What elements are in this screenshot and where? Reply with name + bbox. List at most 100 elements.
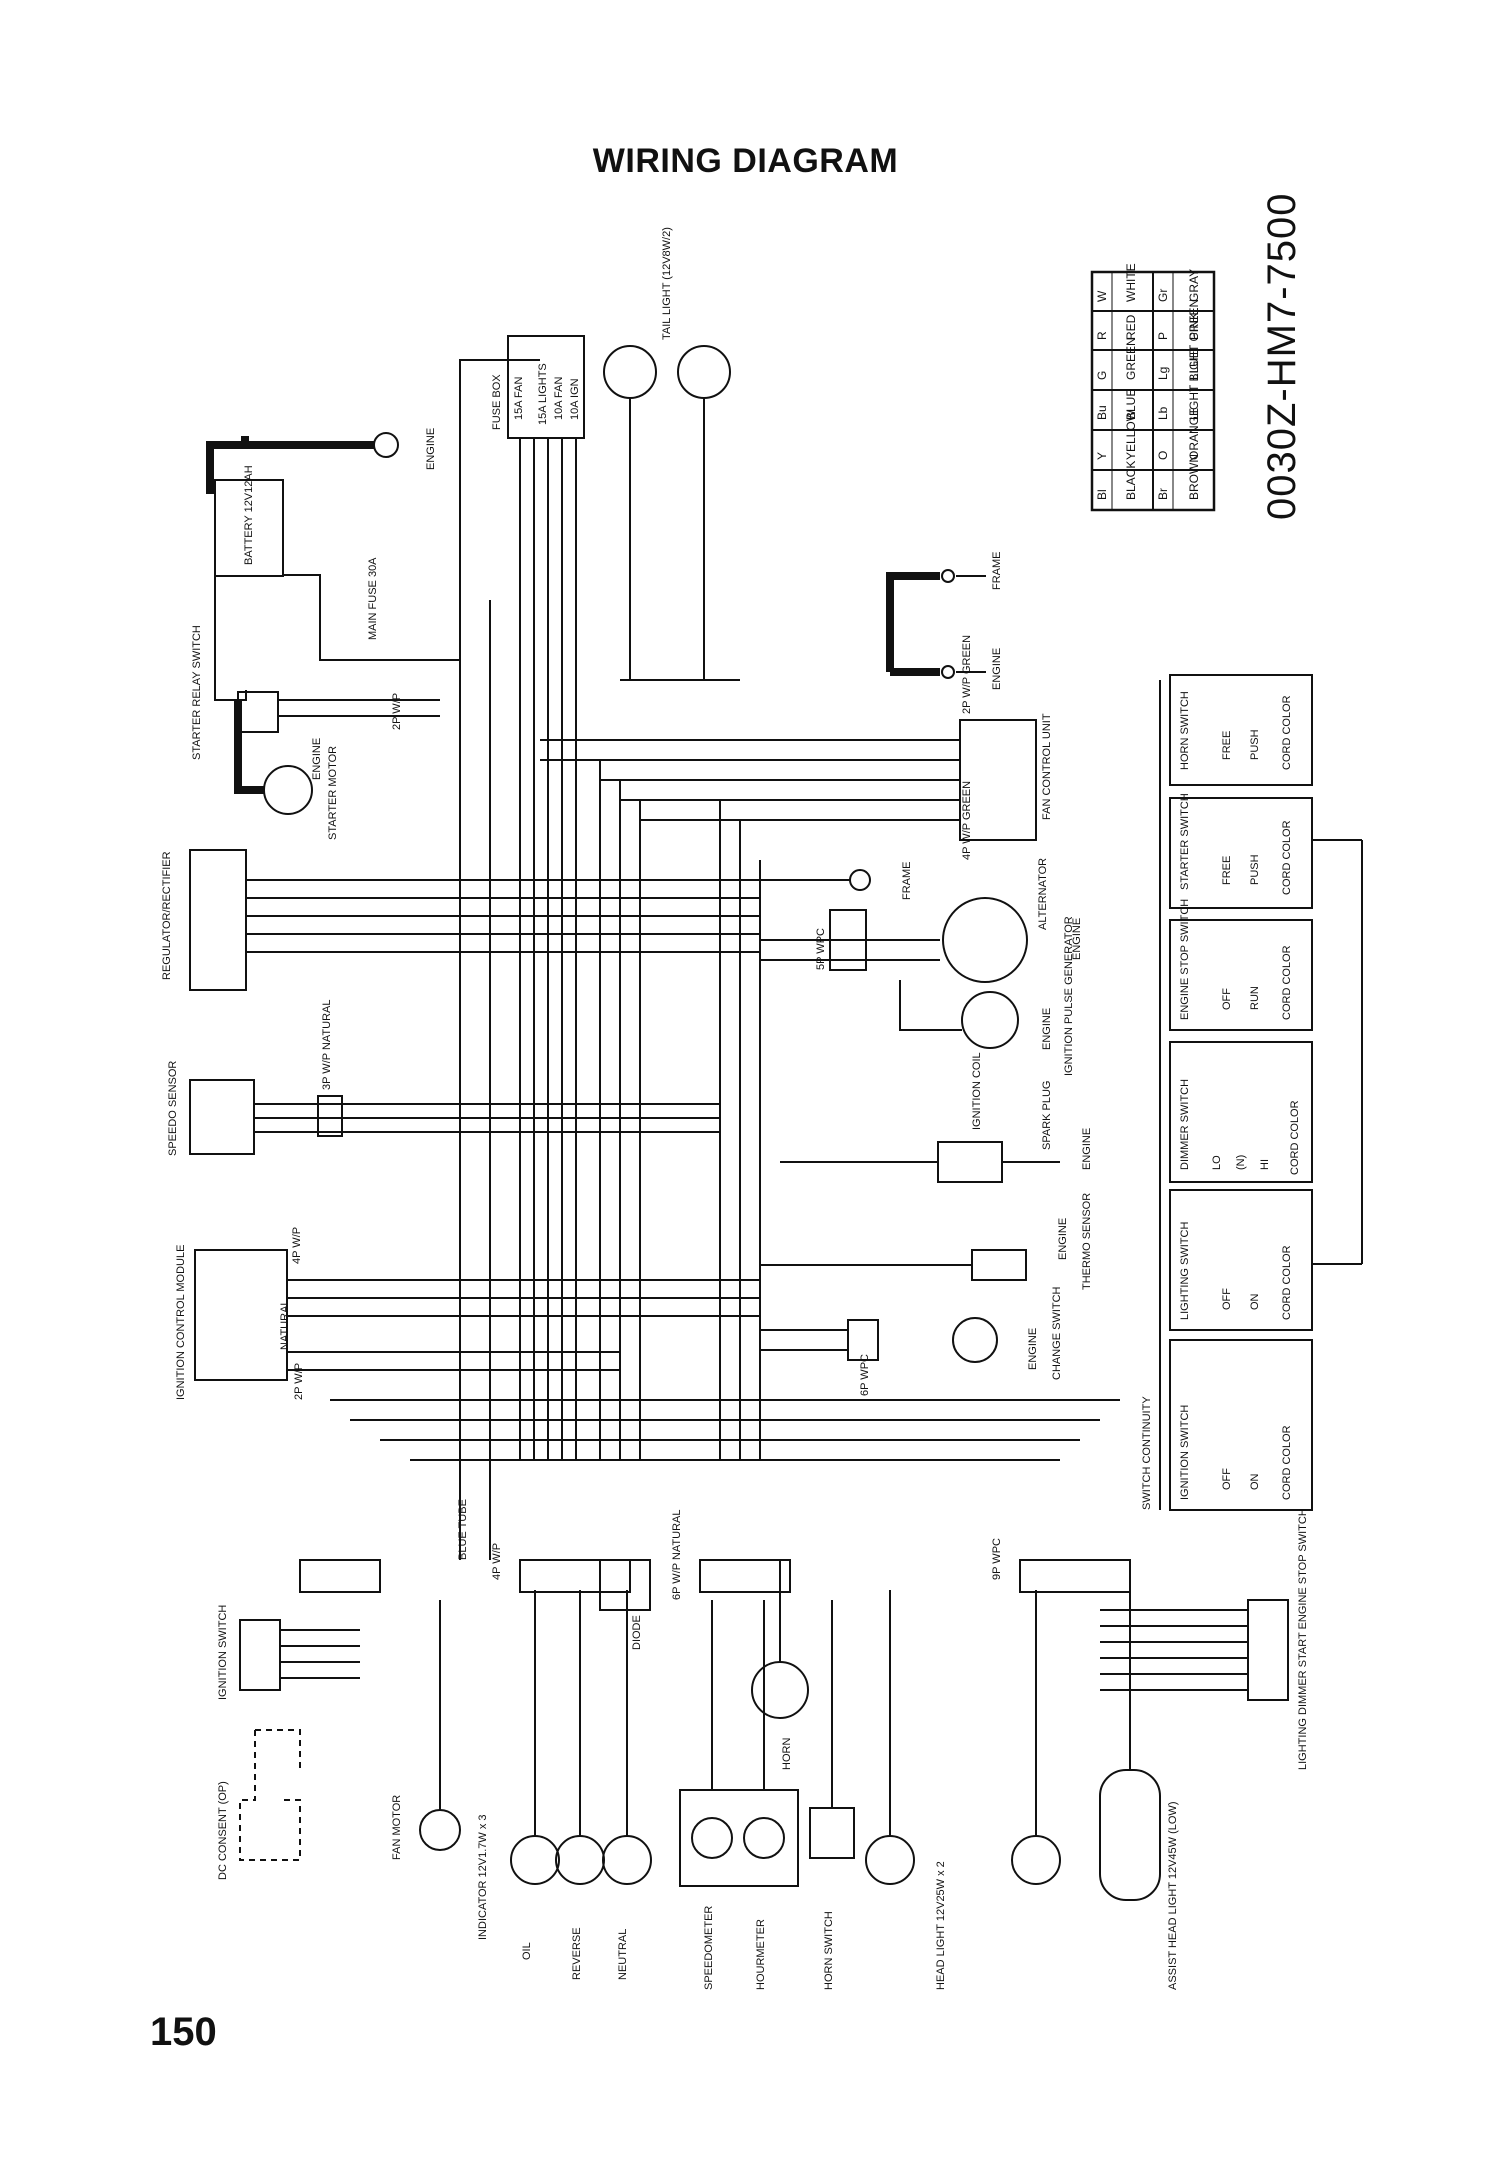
color-code-r3-name: LIGHT GREEN [1187,299,1201,380]
label-assist-head-light: ASSIST HEAD LIGHT 12V45W (LOW) [1167,1802,1179,1990]
label-fuse-15a-fan: 15A FAN [513,377,525,420]
head-lights [865,1590,1061,1885]
label-fuse-15a-lights: 15A LIGHTS [537,363,549,425]
label-wpc-4p: 4P W/P [491,1543,503,1580]
label-fan-control-unit: FAN CONTROL UNIT [1041,713,1053,820]
color-code-l4-name: RED [1124,314,1138,340]
label-hourmeter: HOURMETER [755,1919,767,1990]
label-frame-top: FRAME [991,552,1003,591]
label-engine-starter: ENGINE [311,738,323,780]
label-pulse-generator: IGNITION PULSE GENERATOR [1063,916,1075,1076]
alternator [760,869,1028,983]
ignition-control-module [194,1249,760,1381]
label-ignition-coil: IGNITION COIL [971,1052,983,1130]
label-wpc-9p: 9P WPC [991,1538,1003,1580]
label-speedometer: SPEEDOMETER [703,1906,715,1990]
label-blue-tube: BLUE TUBE [457,1499,469,1560]
color-code-r1: O [1156,451,1170,460]
switch-table-2-row1: RUN [1249,986,1261,1010]
engine-frame-ground [886,569,986,679]
label-horn: HORN [781,1738,793,1770]
main-harness [330,470,1120,1560]
switch-table-4-row1: ON [1249,1293,1261,1310]
label-frame-mid: FRAME [901,862,913,901]
switch-table-0-row2: CORD COLOR [1281,695,1293,770]
switch-table-5-row0: OFF [1221,1468,1233,1490]
color-code-l0-name: BLACK [1124,461,1138,500]
tail-lights [603,345,740,681]
switch-table-5-row1: ON [1249,1473,1261,1490]
label-fuse-10a-ign: 10A IGN [569,378,581,420]
label-wp-3p-natural: 3P W/P NATURAL [321,1000,333,1090]
color-code-l1-name: YELLOW [1124,409,1138,460]
switch-table-0-row1: PUSH [1249,729,1261,760]
label-spark-plug: SPARK PLUG [1041,1081,1053,1151]
bottom-connectors [299,1559,1131,1611]
color-code-r1-name: ORANGE [1187,408,1201,460]
switch-table-text: HORN SWITCH FREE PUSH CORD COLOR STARTER… [1179,691,1301,1500]
label-fuse-box: FUSE BOX [491,374,503,430]
label-indicator: INDICATOR 12V1.7W x 3 [477,1814,489,1940]
horn-switch [809,1600,855,1859]
label-icm: IGNITION CONTROL MODULE [175,1245,187,1400]
fuse-box [507,335,585,470]
battery-circuit [206,359,540,701]
color-code-l1: Y [1095,452,1109,460]
label-engine-pulse: ENGINE [1041,1008,1053,1050]
color-code-l2-name: BLUE [1124,389,1138,420]
switch-table-1-row2: CORD COLOR [1281,820,1293,895]
color-code-l5: W [1095,290,1109,302]
meters [679,1600,799,1887]
label-lighting-dimmer: LIGHTING DIMMER START ENGINE STOP SWITCH [1297,1508,1309,1770]
color-code-r2-name: LIGHT BLUE [1187,350,1201,420]
switch-table-title-1: STARTER SWITCH [1179,793,1191,890]
label-engine-thermo: ENGINE [1057,1218,1069,1260]
color-code-r0-name: BROWN [1187,454,1201,500]
label-fan-motor: FAN MOTOR [391,1795,403,1860]
fan-control-unit [540,719,1037,841]
label-oil: OIL [521,1942,533,1960]
color-code-r3: Lg [1156,367,1170,380]
color-code-table [1090,270,1216,512]
pulse-generator [899,980,1019,1049]
color-code-r2: Lb [1156,406,1170,420]
label-change-switch: CHANGE SWITCH [1051,1286,1063,1380]
switch-table-3-row1: (N) [1235,1155,1247,1170]
label-alternator: ALTERNATOR [1037,858,1049,930]
thermo-sensor [760,1249,1027,1281]
label-neutral: NEUTRAL [617,1929,629,1980]
ignition-switch-block [239,1619,360,1691]
change-switch [760,1317,998,1363]
label-engine-top-right: ENGINE [991,648,1003,690]
label-engine-change: ENGINE [1027,1328,1039,1370]
indicator-lamps [510,1590,652,1885]
label-thermo-sensor: THERMO SENSOR [1081,1193,1093,1290]
label-starter-motor: STARTER MOTOR [327,746,339,840]
switch-table-5-row2: CORD COLOR [1281,1425,1293,1500]
label-ignition-switch: IGNITION SWITCH [217,1605,229,1700]
switch-table-0-row0: FREE [1221,731,1233,760]
ignition-coil [780,1141,1060,1183]
switch-table-3-row2: HI [1259,1159,1271,1170]
label-wpc-6p-b: 6P W/P NATURAL [671,1510,683,1600]
assist-head-light [1099,1590,1161,1901]
label-starter-relay: STARTER RELAY SWITCH [191,625,203,760]
label-wp-2p-green: 2P W/P GREEN [961,635,973,714]
color-code-l4: R [1095,331,1109,340]
color-code-r5: Gr [1156,289,1170,302]
label-wp-4p-green: 4P W/P GREEN [961,781,973,860]
switch-table-title-2: ENGINE STOP SWITCH [1179,899,1191,1020]
switch-table-3-row3: CORD COLOR [1289,1100,1301,1175]
regulator-rectifier [189,849,760,991]
label-wp-4p: 4P W/P [291,1227,303,1264]
starter-relay [234,691,440,815]
switch-table-3-row0: LO [1211,1155,1223,1170]
label-engine-top: ENGINE [425,428,437,470]
label-speedo-sensor: SPEEDO SENSOR [167,1061,179,1156]
switch-continuity-frame [1159,674,1363,1511]
color-code-r0: Br [1156,488,1170,500]
label-horn-switch: HORN SWITCH [823,1911,835,1990]
switch-table-4-row0: OFF [1221,1288,1233,1310]
component-labels: ENGINE BATTERY 12V12AH FUSE BOX 15A FAN … [161,227,1309,1990]
switch-table-title-0: HORN SWITCH [1179,691,1191,770]
